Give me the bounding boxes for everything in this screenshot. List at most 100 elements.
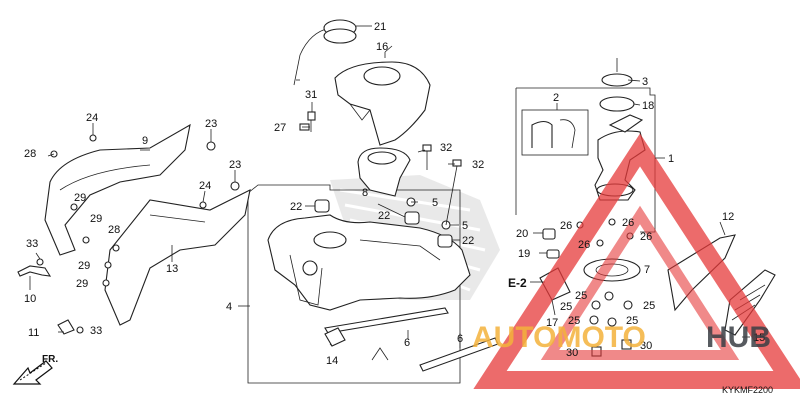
- nut-23-a: [206, 141, 216, 151]
- pump-harness: [521, 109, 589, 156]
- washer-25-a: [604, 291, 614, 301]
- grommet-22-left: [314, 199, 330, 213]
- callout-25e: 25: [626, 315, 638, 327]
- nut-26-c: [596, 239, 604, 247]
- callout-7: 7: [644, 264, 650, 276]
- callout-2: 2: [553, 92, 559, 104]
- clip-11: [57, 319, 75, 335]
- clip-29-a: [70, 203, 78, 211]
- callout-30b: 30: [640, 340, 652, 352]
- callout-32b: 32: [472, 159, 484, 171]
- front-label: FR.: [42, 354, 58, 365]
- leader-lines: [29, 45, 750, 348]
- filler-bracket: [357, 147, 411, 197]
- callouts: 1 2 3 4 5 5 6 6 7 8 9 10 11 12 13 14 15 …: [24, 21, 765, 367]
- callout-28a: 28: [24, 148, 36, 160]
- callout-29c: 29: [78, 260, 90, 272]
- fuel-cap: [293, 19, 372, 86]
- bolt-32-b: [445, 159, 462, 226]
- callout-22b: 22: [378, 210, 390, 222]
- front-arrow: FR.: [12, 354, 58, 385]
- brand-watermark: AUTOMOTO HUB: [472, 321, 771, 354]
- callout-29b: 29: [90, 213, 102, 225]
- callout-15: 15: [753, 332, 765, 344]
- fuel-tank: [267, 214, 471, 311]
- bracket-10: [17, 265, 52, 277]
- callout-5b: 5: [462, 220, 468, 232]
- callout-24b: 24: [199, 180, 211, 192]
- callout-23a: 23: [205, 118, 217, 130]
- screw-33-a: [36, 258, 44, 266]
- callout-26b: 26: [622, 217, 634, 229]
- watermark-brand-b: HUB: [706, 321, 771, 354]
- callout-26a: 26: [560, 220, 572, 232]
- nut-26-b: [608, 218, 616, 226]
- callout-6a: 6: [404, 337, 410, 349]
- callout-13: 13: [166, 263, 178, 275]
- callout-33a: 33: [26, 238, 38, 250]
- callout-29d: 29: [76, 278, 88, 290]
- callout-30a: 30: [566, 347, 578, 359]
- callout-25d: 25: [568, 315, 580, 327]
- nut-23-b: [230, 181, 240, 191]
- callout-25a: 25: [575, 290, 587, 302]
- callout-20: 20: [516, 228, 528, 240]
- callout-14: 14: [326, 355, 338, 367]
- callout-25c: 25: [643, 300, 655, 312]
- o-ring-3: [601, 73, 633, 87]
- callout-23b: 23: [229, 159, 241, 171]
- pad-plate: [324, 327, 346, 347]
- callout-8: 8: [362, 187, 368, 199]
- rubber-strip-short: [419, 337, 499, 372]
- screw-28-b: [112, 244, 120, 252]
- bolt-31: [307, 111, 316, 132]
- callout-4: 4: [226, 301, 232, 313]
- callout-17: 17: [546, 317, 558, 329]
- rubber-strip-long: [324, 307, 449, 334]
- washer-25-b: [591, 300, 601, 310]
- callout-25b: 25: [560, 301, 572, 313]
- callout-21: 21: [374, 21, 386, 33]
- callout-5a: 5: [432, 197, 438, 209]
- callout-9: 9: [142, 135, 148, 147]
- screw-33-b: [76, 326, 84, 334]
- watermark-triangle-inner: [540, 205, 740, 360]
- bolt-32-a: [422, 144, 432, 170]
- screw-24-b: [199, 201, 207, 209]
- o-ring-18: [599, 96, 635, 112]
- left-cowl: [44, 123, 191, 256]
- clip-29-c: [104, 261, 112, 269]
- callout-33b: 33: [90, 325, 102, 337]
- bolt-30-b: [621, 339, 632, 350]
- callout-24a: 24: [86, 112, 98, 124]
- diagram-code: KYKMF2200: [722, 385, 773, 395]
- callout-1: 1: [668, 153, 674, 165]
- callout-11: 11: [28, 327, 39, 339]
- callout-22c: 22: [462, 235, 474, 247]
- watermark-triangle: [473, 133, 800, 389]
- callout-18: 18: [642, 100, 654, 112]
- callout-31: 31: [305, 89, 317, 101]
- grommet-22-mid: [404, 211, 420, 225]
- callout-27: 27: [274, 122, 286, 134]
- callout-19: 19: [518, 248, 530, 260]
- tank-top-cover: [334, 52, 431, 146]
- callout-32a: 32: [440, 142, 452, 154]
- section-marker: E-2: [508, 276, 527, 290]
- left-shroud: [104, 189, 251, 326]
- callout-29a: 29: [74, 192, 86, 204]
- clip-19: [546, 249, 560, 259]
- washer-25-d: [589, 315, 599, 325]
- clip-29-d: [102, 279, 110, 287]
- washer-25-c: [623, 300, 633, 310]
- clip-29-b: [82, 236, 90, 244]
- watermark-brand-a: AUTOMOTO: [472, 321, 646, 354]
- grommet-22-right: [437, 234, 453, 248]
- callout-6b: 6: [457, 333, 463, 345]
- callout-26d: 26: [640, 231, 652, 243]
- callout-12: 12: [722, 211, 734, 223]
- callout-26c: 26: [578, 239, 590, 251]
- callout-28b: 28: [108, 224, 120, 236]
- callout-16: 16: [376, 41, 388, 53]
